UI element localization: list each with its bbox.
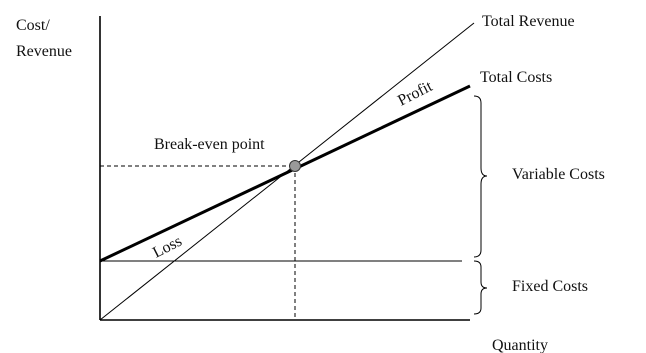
x-axis-label: Quantity [492,337,548,353]
y-axis-label-line2: Revenue [16,43,72,60]
y-axis-label-line1: Cost/ [16,17,50,34]
total-costs-line [99,84,471,263]
fixed-costs-label: Fixed Costs [512,278,588,295]
total-costs-label: Total Costs [480,69,552,86]
total-revenue-label: Total Revenue [482,13,575,30]
fixed-costs-brace [473,260,488,315]
break-even-point-marker [289,160,301,172]
variable-costs-brace [473,95,488,258]
variable-costs-label: Variable Costs [512,166,605,183]
break-even-point-label: Break-even point [154,136,265,153]
